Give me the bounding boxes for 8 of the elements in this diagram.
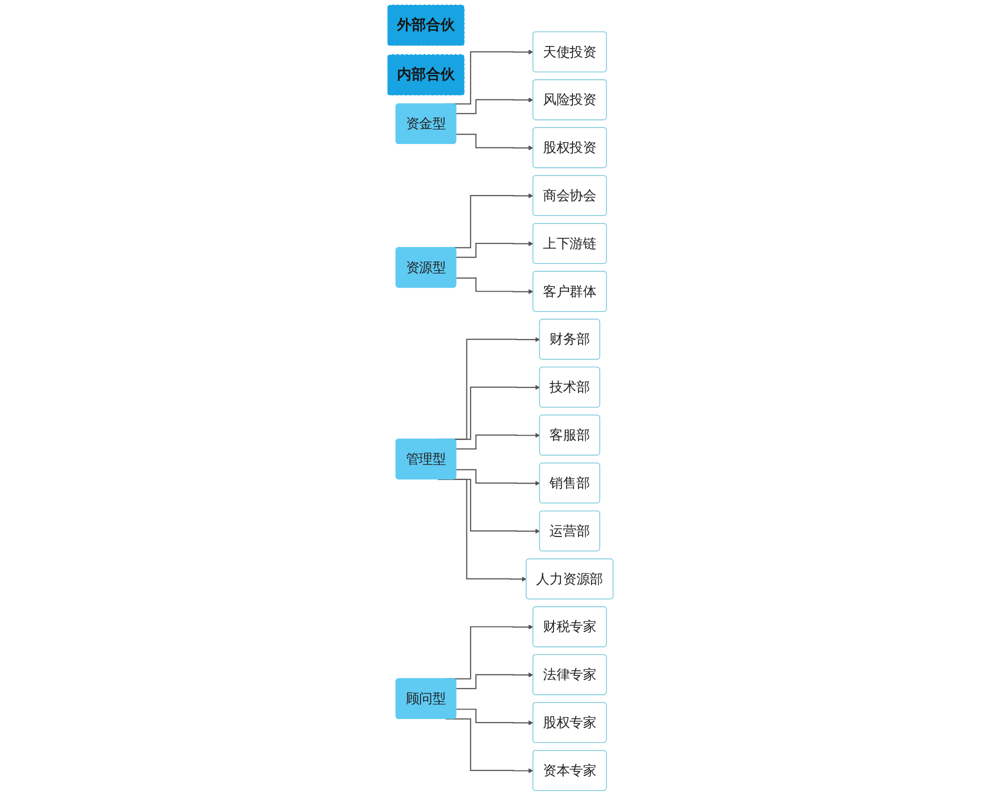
arrow xyxy=(456,134,534,150)
arrow xyxy=(456,241,534,258)
arrow xyxy=(456,98,534,114)
arrow xyxy=(456,672,534,690)
arrow xyxy=(456,277,534,294)
arrow xyxy=(456,432,540,450)
arrow xyxy=(456,469,540,486)
arrow xyxy=(456,708,534,726)
